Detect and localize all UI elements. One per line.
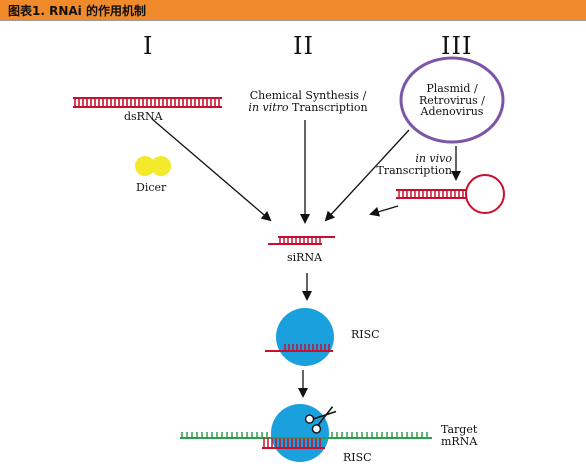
plasmid-circle-icon [399, 56, 505, 144]
target-line2: mRNA [441, 434, 478, 448]
risc-label-bottom: RISC [343, 451, 372, 464]
pathway-label-ii: II [293, 32, 314, 60]
scissors-icon [304, 406, 337, 434]
invivo-line2: Transcription [376, 163, 452, 177]
header-rule [0, 20, 586, 21]
header-bar [0, 0, 586, 20]
risc-label-top: RISC [351, 328, 380, 341]
chemical-line2: in vitro Transcription [244, 100, 372, 114]
sirna-duplex-icon [268, 236, 335, 245]
plasmid-label: Plasmid / Retrovirus / Adenovirus [404, 83, 500, 118]
arrow-plasmid-to-sirna [324, 129, 410, 222]
pathway-label-i: I [143, 32, 154, 60]
target-mrna-label: Target mRNA [441, 424, 477, 447]
chemical-rest: Transcription [288, 100, 368, 114]
pathway-label-iii: III [441, 32, 473, 60]
pathway-arrows [151, 118, 461, 398]
chemical-italic: in vitro [248, 100, 289, 114]
target-line1: Target [441, 423, 478, 436]
plasmid-line3: Adenovirus [420, 105, 484, 119]
shrna-hairpin-icon [396, 174, 505, 214]
arrow-hairpin-to-sirna [369, 205, 399, 217]
dicer-label: Dicer [136, 181, 167, 194]
chemical-line1: Chemical Synthesis / [249, 89, 367, 102]
risc-cleavage-icon [180, 404, 432, 462]
dicer-enzyme-icon [135, 156, 171, 176]
invivo-italic: in vivo [415, 152, 452, 165]
plasmid-line1: Plasmid / [426, 82, 478, 95]
dsrna-label: dsRNA [124, 110, 163, 123]
dsrna-ladder-icon [73, 97, 222, 108]
figure-title: 图表1. RNAi 的作用机制 [8, 4, 146, 18]
plasmid-line2: Retrovirus / [418, 93, 486, 107]
chemical-synthesis-label: Chemical Synthesis / in vitro Transcript… [244, 90, 372, 113]
risc-complex-icon [265, 308, 334, 366]
arrow-dsrna-to-sirna [151, 118, 272, 222]
sirna-label: siRNA [287, 251, 323, 264]
in-vivo-transcription-label: in vivo Transcription [372, 153, 452, 176]
